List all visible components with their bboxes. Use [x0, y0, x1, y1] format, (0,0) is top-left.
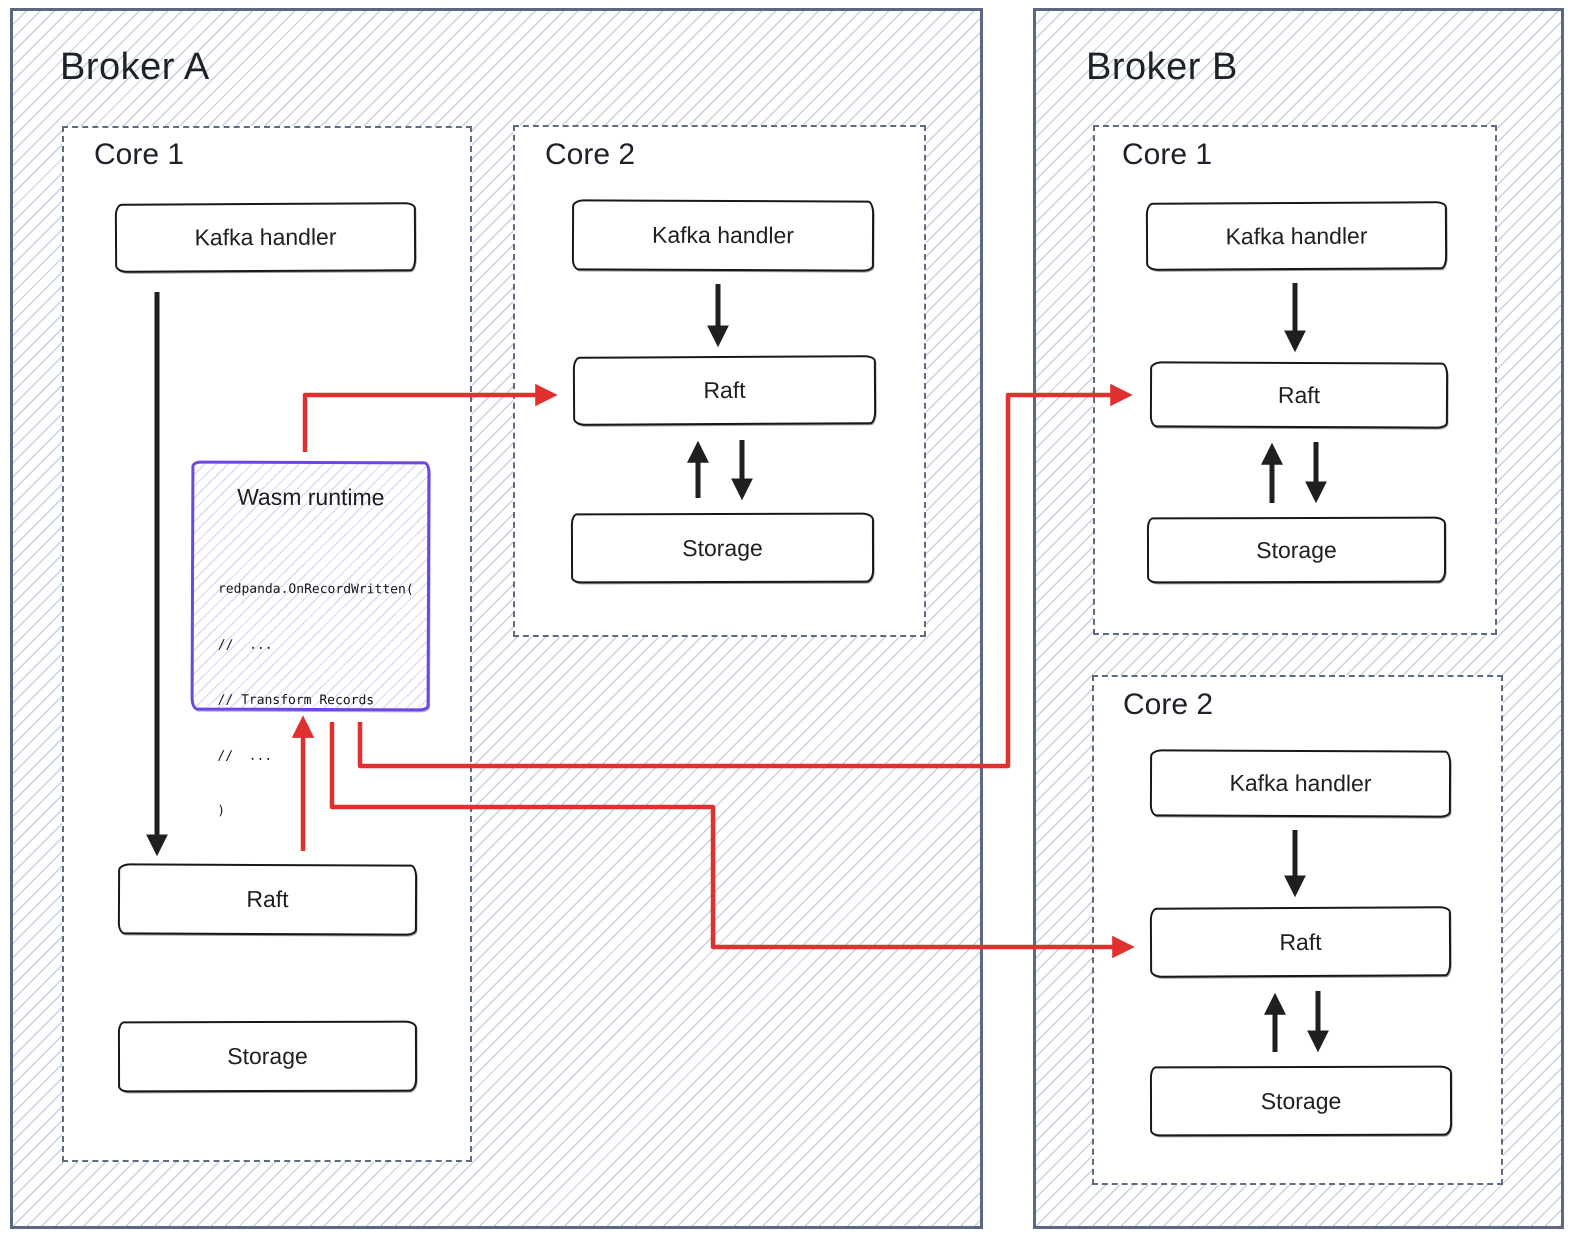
broker-b-core-1-storage-box: Storage: [1146, 516, 1447, 584]
broker-b-core-2-kafka-handler-box: Kafka handler: [1149, 749, 1452, 818]
broker-a-core-2-raft-box: Raft: [572, 355, 877, 426]
broker-b-core-1-raft-label: Raft: [1277, 381, 1321, 408]
broker-b-core-2-storage-box: Storage: [1149, 1065, 1453, 1137]
wasm-code-line: // ...: [217, 637, 273, 653]
broker-a-core-1-storage-label: Storage: [227, 1042, 308, 1070]
broker-b-core-1-raft-box: Raft: [1149, 361, 1449, 429]
broker-a-core-1-kafka-handler-box: Kafka handler: [114, 202, 417, 273]
broker-a-title: Broker A: [60, 46, 210, 88]
broker-a-core-2-storage-label: Storage: [682, 534, 763, 561]
broker-a-core-1-raft-label: Raft: [246, 885, 289, 913]
broker-b-core-2-raft-box: Raft: [1149, 906, 1452, 978]
wasm-code-line: // Transform Records: [217, 692, 375, 709]
wasm-code-line: redpanda.OnRecordWritten(: [217, 581, 414, 598]
broker-b-core-1-kafka-handler-label: Kafka handler: [1225, 222, 1368, 249]
broker-a-core-1-storage-box: Storage: [117, 1020, 418, 1093]
broker-b-core-2-storage-label: Storage: [1260, 1087, 1342, 1114]
broker-b-title: Broker B: [1086, 46, 1238, 88]
broker-b-core-1-title: Core 1: [1122, 138, 1213, 171]
broker-a-core-1-title: Core 1: [94, 138, 185, 171]
broker-b-core-1-storage-label: Storage: [1256, 536, 1337, 563]
wasm-code-line: ): [217, 803, 226, 819]
broker-b-core-2-raft-label: Raft: [1279, 928, 1322, 955]
wasm-code-line: // ...: [217, 748, 273, 764]
broker-b-core-2-title: Core 2: [1123, 688, 1214, 721]
broker-a-core-2-storage-box: Storage: [570, 512, 875, 584]
broker-a-core-1-kafka-handler-label: Kafka handler: [194, 223, 337, 251]
wasm-runtime-title: Wasm runtime: [237, 483, 385, 511]
wasm-runtime-box: Wasm runtime redpanda.OnRecordWritten( /…: [190, 460, 431, 819]
broker-a-core-2-raft-label: Raft: [703, 376, 746, 404]
broker-b-core-1-kafka-handler-box: Kafka handler: [1145, 201, 1448, 271]
broker-a-core-2-kafka-handler-label: Kafka handler: [651, 221, 795, 249]
broker-a-core-2-kafka-handler-box: Kafka handler: [571, 199, 875, 272]
broker-b-core-2-kafka-handler-label: Kafka handler: [1229, 769, 1372, 797]
broker-a-core-1-raft-box: Raft: [117, 863, 418, 936]
wasm-runtime-code: redpanda.OnRecordWritten( // ... // Tran…: [217, 544, 414, 859]
broker-a-core-2-title: Core 2: [545, 138, 636, 171]
